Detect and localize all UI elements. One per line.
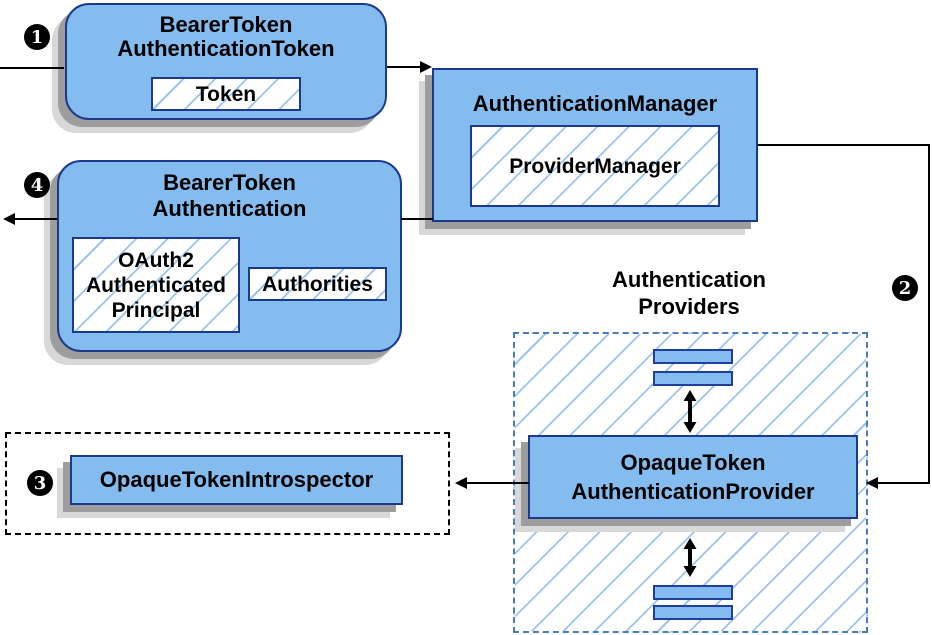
provider-stack-bottom-bar-2 [653, 605, 733, 620]
provider-stack-top-bar-1 [653, 349, 733, 364]
step-3-badge: 3 [27, 470, 53, 496]
provider-manager-chip-label: ProviderManager [509, 154, 681, 178]
opaque-token-authentication-provider-line2: AuthenticationProvider [571, 479, 815, 504]
authentication-providers-label-line2: Providers [638, 294, 740, 319]
oauth2-authenticated-principal-line1: OAuth2 [118, 248, 194, 272]
opaque-token-authentication-provider-line1: OpaqueToken [620, 450, 766, 475]
authentication-result-arrow [3, 213, 57, 225]
token-chip-label: Token [195, 82, 257, 106]
opaque-token-introspector-node: OpaqueTokenIntrospector [70, 455, 403, 505]
step-2-badge: 2 [892, 275, 918, 301]
token-to-manager-arrow [387, 61, 432, 73]
bearer-token-authentication-title-line1: BearerToken [163, 170, 296, 195]
provider-stack-bottom-bar-1 [653, 585, 733, 600]
authorities-chip-label: Authorities [262, 272, 373, 296]
step-4-badge: 4 [24, 172, 50, 198]
opaque-token-introspector-label: OpaqueTokenIntrospector [99, 467, 374, 492]
oauth2-authenticated-principal-chip: OAuth2 Authenticated Principal [72, 237, 240, 333]
bearer-token-authentication-token-title-line2: AuthenticationToken [117, 36, 335, 61]
step-1-badge: 1 [24, 24, 50, 50]
authentication-manager-title: AuthenticationManager [472, 91, 718, 116]
token-chip: Token [151, 77, 301, 111]
authentication-providers-label-line1: Authentication [612, 267, 766, 292]
opaque-token-authentication-provider-node: OpaqueToken AuthenticationProvider [528, 435, 858, 519]
authentication-providers-label: Authentication Providers [579, 266, 799, 320]
provider-manager-chip: ProviderManager [470, 125, 720, 207]
authorities-chip: Authorities [248, 267, 387, 301]
oauth2-authenticated-principal-line3: Principal [111, 298, 201, 322]
bearer-token-authentication-title-line2: Authentication [152, 196, 307, 221]
oauth2-authenticated-principal-line2: Authenticated [85, 273, 226, 297]
provider-stack-top-bar-2 [653, 371, 733, 386]
bearer-token-authentication-token-title-line1: BearerToken [159, 12, 293, 37]
